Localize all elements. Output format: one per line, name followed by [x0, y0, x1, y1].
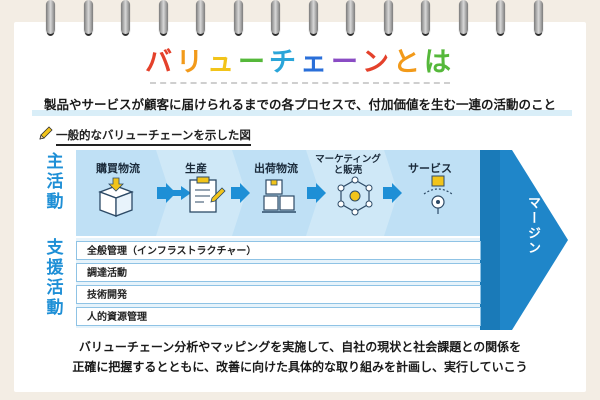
title-char: ェ: [300, 47, 331, 78]
support-activity-row: 調達活動: [76, 263, 481, 282]
margin-label: マージン: [525, 196, 540, 256]
binder-ring: [121, 0, 130, 34]
support-activity-row: 全般管理（インフラストラクチャー）: [76, 241, 481, 260]
footer-line-1: バリューチェーン分析やマッピングを実施して、自社の現状と社会課題との関係を: [78, 340, 522, 354]
primary-step-label: 生産: [185, 162, 207, 175]
binder-ring: [46, 0, 55, 34]
title-char: リ: [176, 47, 207, 78]
binder-ring: [383, 0, 393, 34]
support-activity-row: 人的資源管理: [76, 307, 481, 326]
binder-ring: [533, 0, 543, 34]
title-char: と: [393, 47, 424, 78]
support_label-char: 活: [46, 278, 64, 298]
binder-ring: [346, 0, 355, 34]
subtitle-highlight: [32, 110, 572, 116]
title-char: ン: [362, 47, 393, 78]
primary_label-char: 活: [46, 172, 64, 192]
binder-ring: [496, 0, 505, 34]
margin-arrow: [480, 150, 568, 330]
support_label-char: 支: [46, 238, 64, 258]
support_label-char: 援: [46, 258, 64, 278]
network-icon: [337, 176, 373, 216]
step-arrow-4: [383, 183, 402, 203]
binder-ring: [308, 0, 318, 34]
primary-activities-label: 主活動: [44, 152, 66, 212]
title-divider: [150, 82, 450, 84]
binder-ring: [458, 0, 468, 34]
binder-ring: [421, 0, 430, 34]
binder-ring: [83, 0, 93, 34]
title-char: は: [424, 47, 455, 78]
page-title: バリューチェーンとは: [0, 40, 600, 79]
binder-ring: [158, 0, 168, 34]
diagram-caption: 一般的なバリューチェーンを示した図: [56, 127, 251, 146]
primary-step-label: マーケティング と販売: [315, 154, 381, 176]
step-arrow-3: [307, 183, 326, 203]
title-char: チ: [269, 47, 300, 78]
title-char: ー: [238, 47, 269, 78]
boxes-icon: [262, 179, 296, 213]
delivery-icon: [423, 175, 453, 214]
step-arrow-2: [231, 183, 250, 203]
box-icon: [98, 177, 134, 217]
support-activities-label: 支援活動: [44, 238, 66, 318]
primary-step-label: サービス: [408, 162, 452, 175]
primary_label-char: 動: [46, 192, 64, 212]
step-arrow-1b: [157, 183, 176, 203]
support_label-char: 動: [46, 298, 64, 318]
title-char: ー: [331, 47, 362, 78]
pencil-icon: [39, 126, 53, 140]
footer-line-2: 正確に把握するとともに、改善に向けた具体的な取り組みを計画し、実行していこう: [72, 360, 528, 374]
step-arrow-1: [172, 186, 191, 200]
chevron-5: [384, 150, 480, 236]
binder-ring: [196, 0, 205, 34]
primary-step-label: 出荷物流: [254, 162, 298, 175]
binder-ring: [233, 0, 243, 34]
primary_label-char: 主: [46, 152, 64, 172]
title-char: バ: [145, 47, 176, 78]
support-activity-row: 技術開発: [76, 285, 481, 304]
clipboard-icon: [189, 176, 226, 213]
title-char: ュ: [207, 47, 238, 78]
subtitle: 製品やサービスが顧客に届けられるまでの各プロセスで、付加価値を生む一連の活動のこ…: [43, 97, 556, 112]
primary-step-label: 購買物流: [96, 162, 140, 175]
binder-ring: [271, 0, 280, 34]
